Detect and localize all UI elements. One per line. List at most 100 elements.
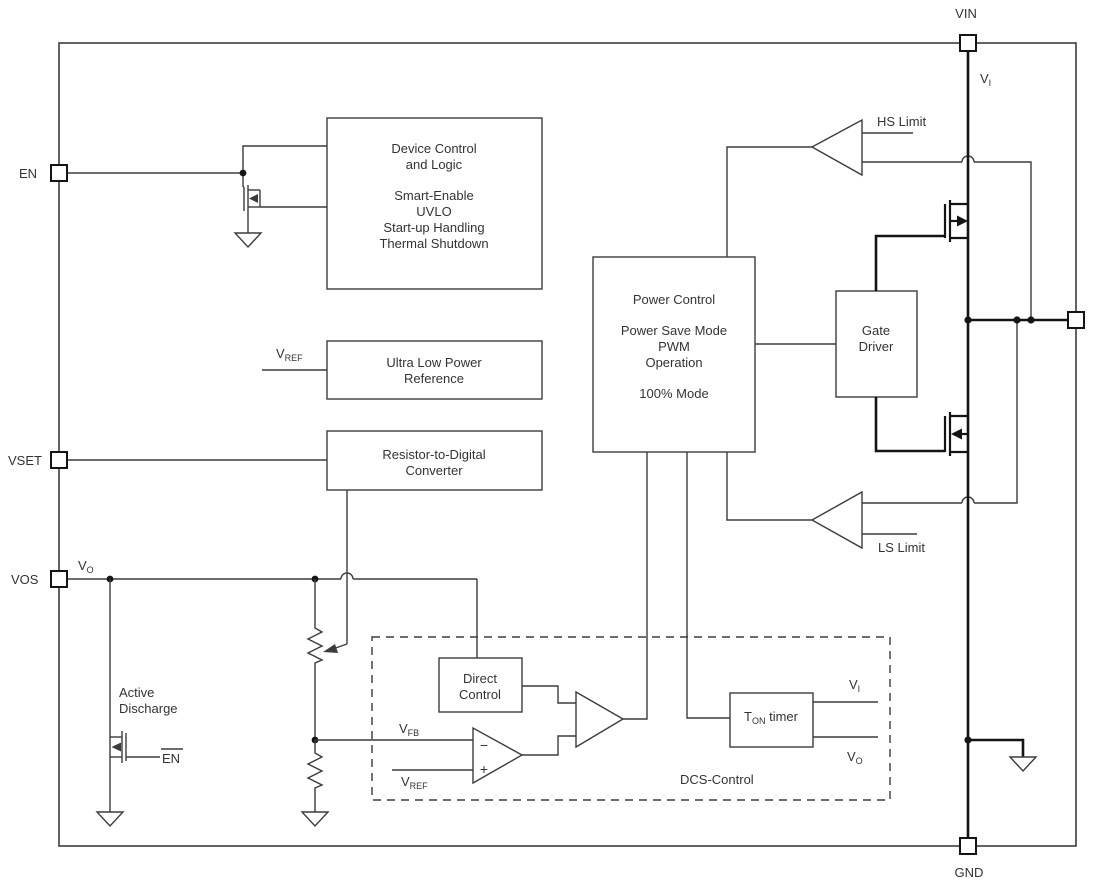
junction-dot — [1027, 316, 1035, 324]
power-control-block: Power Control Power Save Mode PWM Operat… — [592, 256, 836, 453]
en-bar-label: EN — [162, 751, 180, 766]
pins: VIN EN VSET VOS GND — [8, 6, 1085, 880]
vin-pin-label: VIN — [955, 6, 977, 21]
reference-block: VREF Ultra Low Power Reference — [262, 340, 543, 400]
low-side-mosfet — [943, 412, 968, 456]
en-pin-label: EN — [19, 166, 37, 181]
active-discharge-label: Active — [119, 685, 154, 700]
block-label: 100% Mode — [639, 386, 708, 401]
feedback-divider: VO — [67, 558, 478, 828]
wire — [522, 685, 576, 704]
wire — [974, 161, 1032, 320]
block-label: and Logic — [406, 157, 463, 172]
en-mosfet — [243, 185, 327, 233]
block-label: Start-up Handling — [383, 220, 484, 235]
chip-outline — [58, 42, 1077, 847]
mosfet-arrow — [951, 428, 962, 440]
mosfet-arrow — [111, 742, 121, 752]
junction-dot — [964, 316, 972, 324]
block-label: Resistor-to-Digital — [382, 447, 485, 462]
ground-symbol — [300, 811, 330, 828]
block-label: Gate — [862, 323, 890, 338]
mosfet-arrow — [249, 194, 258, 203]
block-label: PWM — [658, 339, 690, 354]
wire — [522, 735, 576, 756]
gnd-pin-label: GND — [955, 865, 984, 880]
vo-ton-label: VO — [847, 749, 863, 766]
vref-comp-label: VREF — [401, 774, 428, 791]
driver-triangle — [575, 690, 625, 749]
block-box — [438, 657, 523, 713]
gate-driver-block: Gate Driver — [835, 234, 945, 453]
block-label: Smart-Enable — [394, 188, 473, 203]
block-box — [592, 256, 756, 453]
block-box — [326, 430, 543, 491]
power-wire — [874, 234, 945, 291]
en-circuit — [67, 145, 327, 249]
vfb-label: VFB — [399, 721, 419, 738]
vref-label: VREF — [276, 346, 303, 363]
discharge-mosfet — [110, 731, 160, 763]
ton-timer-label: TON timer — [744, 709, 799, 726]
gnd-pin — [959, 837, 977, 855]
power-wire — [968, 738, 1025, 757]
wire — [974, 320, 1018, 504]
vi-ton-label: VI — [849, 677, 860, 694]
wire — [726, 146, 812, 257]
en-pin — [50, 164, 68, 182]
ls-limit-triangle — [810, 490, 863, 550]
sw-pin — [1067, 311, 1085, 329]
dcs-dashed-box — [371, 636, 891, 801]
block-label: Reference — [404, 371, 464, 386]
vin-pin — [959, 34, 977, 52]
ls-limit: LS Limit — [726, 320, 1018, 555]
resistor — [306, 750, 324, 793]
comparator-triangle — [472, 726, 524, 785]
power-wire — [874, 397, 945, 453]
hs-limit-label: HS Limit — [877, 114, 927, 129]
block-label: Power Save Mode — [621, 323, 727, 338]
block-box — [326, 340, 543, 400]
r2d-block: Resistor-to-Digital Converter — [67, 430, 543, 653]
vos-pin — [50, 570, 68, 588]
mosfet-arrow — [957, 215, 968, 227]
ground-symbol — [95, 811, 125, 828]
potentiometer-arrow — [323, 644, 338, 653]
hs-limit-triangle — [810, 118, 863, 177]
junction-dot — [239, 169, 247, 177]
block-label: Thermal Shutdown — [379, 236, 488, 251]
ground-symbol — [233, 232, 263, 249]
vi-top-label: VI — [980, 71, 991, 88]
block-label: Direct — [463, 671, 497, 686]
active-discharge: Active Discharge EN — [95, 579, 183, 828]
block-label: Operation — [645, 355, 702, 370]
vset-pin — [50, 451, 68, 469]
block-label: Converter — [405, 463, 463, 478]
high-side-mosfet — [943, 200, 968, 242]
device-control-block: Device Control and Logic Smart-Enable UV… — [326, 117, 543, 290]
wire — [242, 145, 327, 173]
resistor — [306, 625, 324, 668]
block-label: Driver — [859, 339, 894, 354]
block-label: Control — [459, 687, 501, 702]
block-label: Device Control — [391, 141, 476, 156]
ls-limit-label: LS Limit — [878, 540, 925, 555]
power-stage: VI — [943, 51, 1068, 838]
wire — [686, 452, 730, 719]
active-discharge-label: Discharge — [119, 701, 178, 716]
hs-limit: HS Limit — [726, 114, 1032, 320]
vset-pin-label: VSET — [8, 453, 42, 468]
block-box — [729, 692, 814, 748]
ground-symbol — [1008, 756, 1038, 773]
dcs-label: DCS-Control — [680, 772, 754, 787]
wire — [623, 452, 648, 720]
dcs-control: DCS-Control Direct Control − + VFB VREF … — [371, 452, 891, 801]
crossover-hop — [340, 572, 354, 580]
block-label: UVLO — [416, 204, 451, 219]
plus-sign: + — [480, 761, 488, 777]
block-label: Ultra Low Power — [386, 355, 482, 370]
block-label: Power Control — [633, 292, 715, 307]
wire — [726, 452, 812, 521]
